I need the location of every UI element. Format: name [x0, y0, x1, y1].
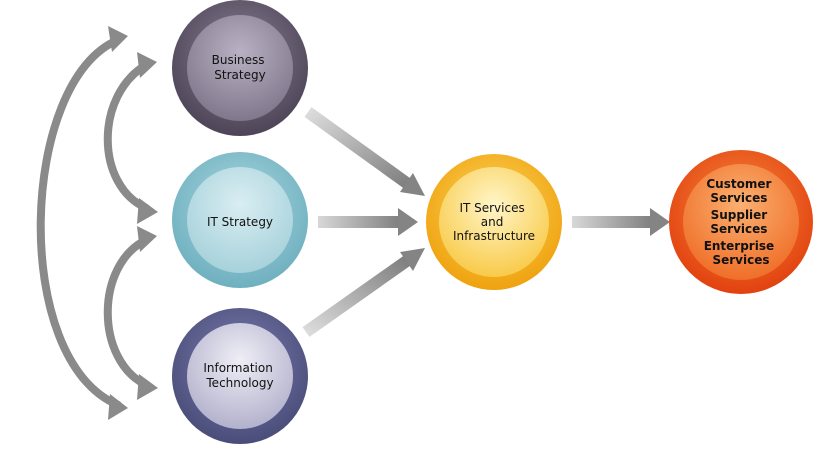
lower-arrowhead-bottom: [137, 374, 158, 400]
it-services-line-3: Infrastructure: [453, 229, 535, 243]
services-line-4: Services: [710, 222, 767, 236]
information-technology-line-2: Technology: [205, 376, 273, 390]
services-line-5: Enterprise: [704, 239, 774, 253]
arrow-info-tech-to-it-services: [302, 248, 425, 337]
upper-arrowhead-top: [137, 52, 157, 78]
lower-curved-arrow: [103, 236, 150, 389]
services-line-3: Supplier: [711, 208, 768, 222]
upper-arrowhead-bottom: [137, 198, 158, 224]
outer-arrowhead-top: [108, 26, 128, 52]
feedback-arrows: [36, 26, 158, 420]
lower-arrowhead-top: [137, 226, 157, 252]
information-technology-line-1: Information: [203, 361, 272, 375]
outer-arrowhead-bottom: [108, 394, 128, 420]
it-services-label: IT Services and Infrastructure: [453, 201, 535, 243]
node-it-services: IT Services and Infrastructure: [426, 154, 562, 290]
node-information-technology: Information Technology: [172, 308, 308, 444]
it-services-line-2: and: [481, 215, 504, 229]
business-strategy-line-2: Strategy: [214, 68, 265, 82]
services-label: Customer Services Supplier Services Ente…: [704, 177, 779, 267]
node-services: Customer Services Supplier Services Ente…: [669, 150, 813, 294]
services-line-2: Services: [710, 191, 767, 205]
node-it-strategy: IT Strategy: [172, 152, 308, 288]
business-strategy-line-1: Business: [212, 53, 265, 67]
outer-curved-arrow: [36, 36, 122, 409]
services-line-1: Customer: [706, 177, 771, 191]
arrow-business-to-it-services: [304, 107, 425, 196]
upper-curved-arrow: [103, 61, 150, 212]
arrow-it-services-to-services: [572, 208, 670, 236]
information-technology-label: Information Technology: [203, 361, 276, 390]
arrow-it-strategy-to-it-services: [318, 208, 418, 236]
business-strategy-label: Business Strategy: [212, 53, 269, 82]
it-strategy-label: IT Strategy: [207, 215, 273, 229]
node-business-strategy: Business Strategy: [172, 0, 308, 136]
flow-arrows: [302, 107, 670, 337]
it-strategy-line-1: IT Strategy: [207, 215, 273, 229]
services-line-6: Services: [712, 253, 769, 267]
it-services-line-1: IT Services: [459, 201, 524, 215]
